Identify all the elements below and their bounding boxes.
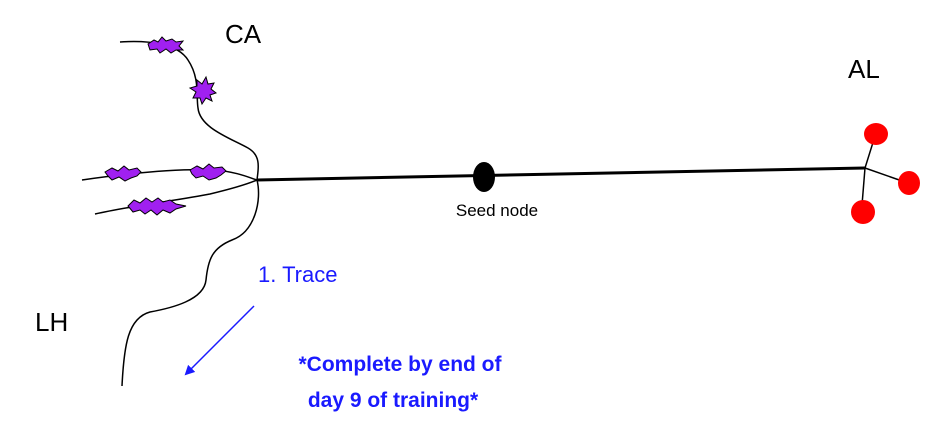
- completion-note-line1: *Complete by end of: [298, 353, 502, 376]
- main-axon: [256, 166, 866, 182]
- al-node: [851, 200, 875, 224]
- al-node: [898, 171, 920, 195]
- region-label-ca: CA: [225, 19, 262, 49]
- synapse-icon: [189, 163, 227, 181]
- trace-step-label: 1. Trace: [258, 262, 337, 287]
- synapse-group: [104, 36, 227, 216]
- lh-branch: [121, 179, 260, 387]
- synapse-icon: [147, 36, 185, 54]
- arrow-icon: [184, 305, 255, 376]
- al-stem: [864, 167, 906, 183]
- al-node: [864, 123, 888, 145]
- synapse-icon: [188, 75, 218, 106]
- completion-note-line2: day 9 of training*: [308, 389, 479, 412]
- ca-branch: [119, 40, 260, 181]
- middle-branch: [94, 179, 258, 215]
- al-stem: [861, 167, 866, 206]
- synapse-icon: [104, 165, 142, 182]
- seed-node: [473, 162, 495, 192]
- region-label-lh: LH: [35, 307, 68, 337]
- region-label-al: AL: [848, 54, 880, 84]
- al-terminal: [851, 123, 920, 224]
- seed-node-label: Seed node: [456, 201, 538, 220]
- synapse-icon: [127, 197, 187, 216]
